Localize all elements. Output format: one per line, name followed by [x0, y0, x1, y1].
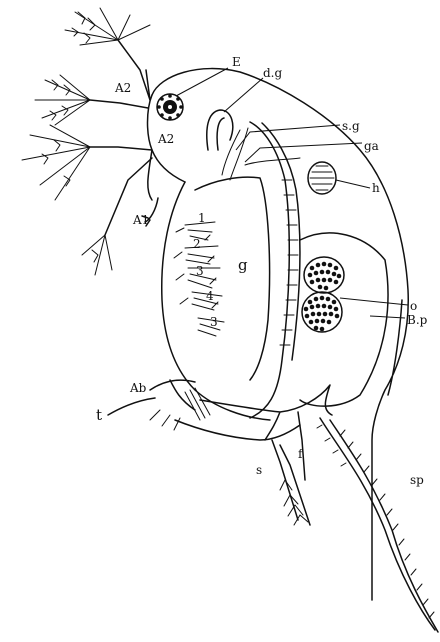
- label-Bp: B.p: [407, 313, 428, 327]
- postabdomen: [200, 385, 332, 440]
- label-limb-4: 4: [206, 289, 214, 303]
- setae-s: [272, 440, 310, 525]
- label-limb-2: 2: [193, 237, 201, 251]
- thorax-outline: [162, 182, 270, 420]
- shell-gland: [222, 128, 248, 180]
- second-antenna-upper-branch: [65, 8, 150, 100]
- label-sg: s.g: [342, 119, 360, 133]
- inner-body-outline: [195, 177, 270, 380]
- compound-eye: [157, 94, 183, 120]
- ganglion: [245, 158, 300, 165]
- label-limb-3a: 3: [196, 264, 204, 278]
- label-ga: ga: [364, 139, 379, 153]
- label-A1: A1: [132, 213, 149, 227]
- egg-cluster-upper: [304, 257, 344, 293]
- label-dg: d.g: [263, 66, 282, 80]
- abdominal-setae: [185, 388, 210, 420]
- egg-cluster-lower: [302, 292, 342, 332]
- label-h: h: [372, 181, 380, 195]
- abdominal-process: [150, 380, 195, 410]
- label-E: E: [232, 55, 241, 69]
- abdominal-seta-t: [108, 398, 155, 415]
- labels: E d.g A2 A2 s.g ga h A1 1 2 3 4 3 g o B.…: [96, 55, 428, 487]
- claw: [175, 420, 300, 440]
- label-sp: sp: [410, 473, 424, 487]
- label-Ab: Ab: [129, 381, 147, 395]
- label-A2-upper: A2: [114, 81, 131, 95]
- heart: [308, 162, 336, 194]
- rostrum: [148, 150, 152, 200]
- label-A2-lower: A2: [157, 132, 174, 146]
- label-g: g: [238, 256, 248, 274]
- tail-spine: [317, 418, 438, 632]
- digestive-gland: [207, 110, 233, 150]
- label-limb-1: 1: [198, 211, 206, 225]
- brood-pouch: [300, 233, 388, 406]
- label-t: t: [96, 406, 102, 424]
- second-antenna-lower-branch: [22, 125, 152, 275]
- label-s: s: [256, 463, 262, 477]
- label-o: o: [410, 299, 417, 313]
- fornix: [298, 412, 305, 480]
- label-limb-3b: 3: [210, 315, 218, 329]
